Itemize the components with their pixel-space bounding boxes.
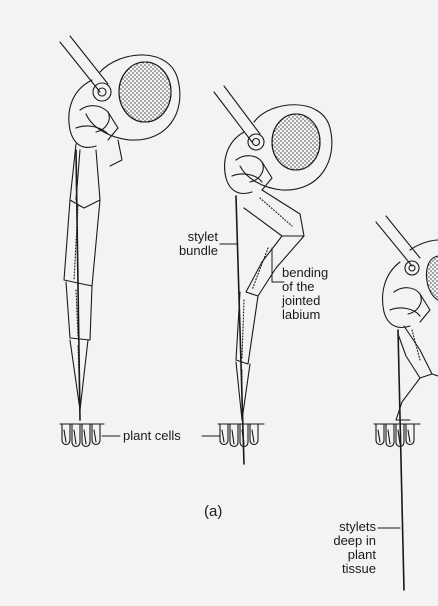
plant-cells-2 [218,424,264,447]
insect-1 [60,36,180,420]
label-stylet-bundle: stylet bundle [160,230,218,258]
plant-cells-1 [60,424,104,447]
insect-3 [376,216,438,590]
figure-caption: (a) [204,505,244,519]
plant-cells-3 [374,424,420,447]
label-plant-cells: plant cells [123,429,203,443]
leader-lines [102,244,400,528]
label-bending-jointed-labium: bending of the jointed labium [282,266,352,322]
label-stylets-deep: stylets deep in plant tissue [306,520,376,576]
